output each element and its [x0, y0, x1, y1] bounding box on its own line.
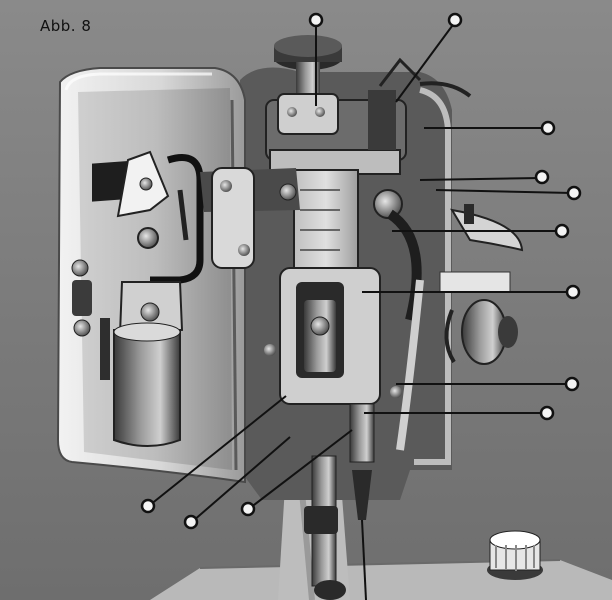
needle-bar-housing — [264, 267, 402, 405]
callout-marker — [564, 376, 580, 392]
connecting-link — [200, 167, 300, 269]
callout-lines — [149, 21, 573, 522]
callout-marker — [534, 169, 550, 185]
callout-marker — [447, 12, 463, 28]
callout-marker — [566, 185, 582, 201]
callout-marker — [539, 405, 555, 421]
callout-marker — [308, 12, 324, 28]
thread-tension — [396, 271, 518, 451]
callout-marker — [565, 284, 581, 300]
stitch-knob — [487, 530, 543, 580]
callout-marker — [183, 514, 199, 530]
needle-and-foot — [304, 403, 375, 600]
callout-marker — [140, 498, 156, 514]
cover-mechanism — [71, 150, 204, 447]
figure-label: Abb. 8 — [40, 17, 92, 35]
callout-marker — [554, 223, 570, 239]
callout-markers — [140, 12, 582, 530]
callout-marker — [240, 501, 256, 517]
base-plate — [150, 559, 612, 600]
callout-marker — [540, 120, 556, 136]
